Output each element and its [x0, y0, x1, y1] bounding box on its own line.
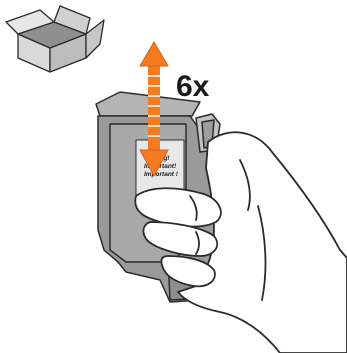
- label-line-3: Important !: [144, 171, 179, 178]
- repeat-count: 6x: [176, 70, 210, 103]
- open-box-icon: [6, 6, 104, 72]
